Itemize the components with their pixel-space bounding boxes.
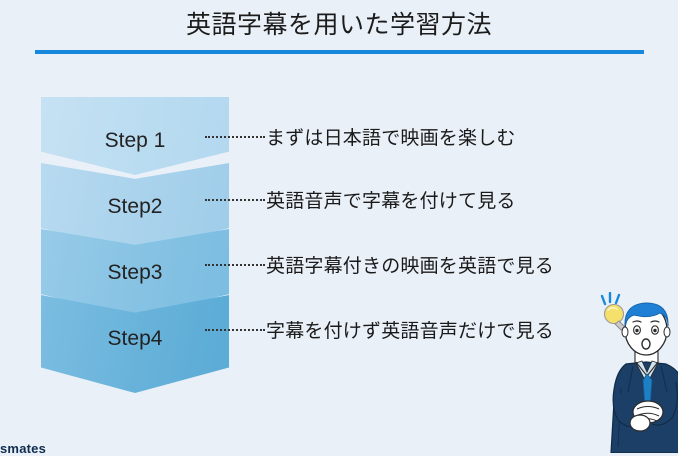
leader-line-icon-2 [205, 199, 265, 201]
page-title: 英語字幕を用いた学習方法 [185, 11, 492, 39]
footer-watermark: smates [0, 441, 47, 456]
step-chevron-stack: Step 1 Step2 Step3 Step4 [41, 97, 229, 393]
leader-line-icon-4 [205, 329, 265, 331]
step-description-3: 英語字幕付きの映画を英語で見る [266, 256, 555, 277]
hair [624, 302, 669, 327]
businessman-illustration [588, 292, 678, 453]
title-block: 英語字幕を用いた学習方法 [0, 8, 678, 42]
leader-line-icon-3 [205, 264, 265, 266]
step-description-1: まずは日本語で映画を楽しむ [266, 128, 516, 149]
step-chevron-1[interactable] [41, 97, 229, 175]
step-description-2: 英語音声で字幕を付けて見る [266, 191, 516, 212]
head [621, 302, 671, 356]
mouth [641, 338, 651, 350]
lightbulb-icon [603, 303, 626, 331]
leader-line-icon-1 [205, 136, 265, 138]
title-underline-rule [35, 50, 644, 54]
sparkle-icon [600, 292, 621, 306]
hands [629, 400, 664, 432]
step-description-4: 字幕を付けず英語音声だけで見る [266, 321, 555, 342]
